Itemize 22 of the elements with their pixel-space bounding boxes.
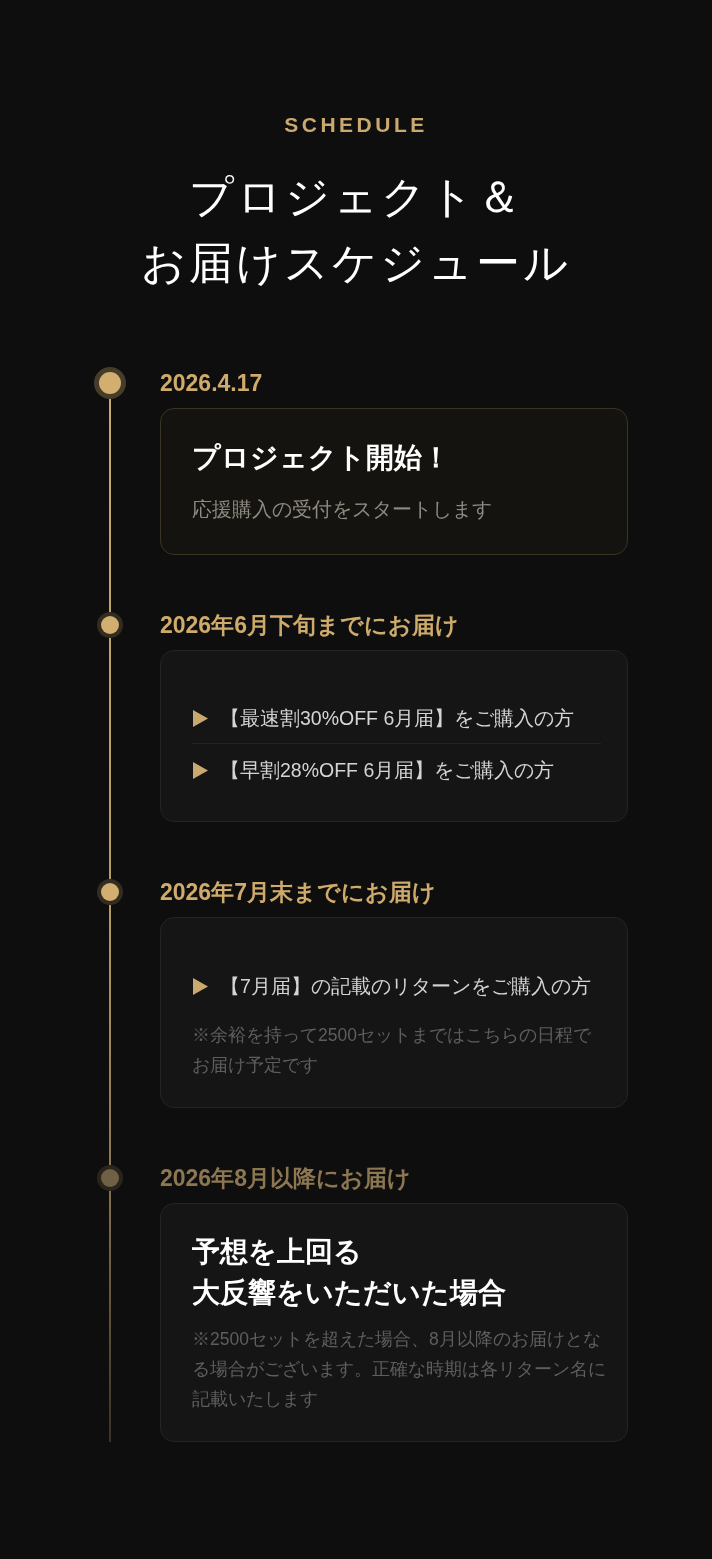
timeline-dot-icon bbox=[97, 612, 123, 638]
card-text: 応援購入の受付をスタートします bbox=[192, 497, 492, 522]
list-item-text: 【最速割30%OFF 6月届】をご購入の方 bbox=[220, 706, 575, 731]
timeline-line bbox=[109, 637, 111, 880]
timeline-line bbox=[109, 1190, 111, 1443]
card-title: プロジェクト開始！ bbox=[192, 441, 450, 475]
date-heading: 2026年7月末までにお届け bbox=[160, 878, 436, 907]
list-item-text: 【7月届】の記載のリターンをご購入の方 bbox=[220, 974, 591, 999]
page-title: プロジェクト＆お届けスケジュール bbox=[141, 170, 571, 290]
date-heading: 2026.4.17 bbox=[160, 369, 263, 398]
list-item-text: 【早割28%OFF 6月届】をご購入の方 bbox=[220, 758, 555, 783]
timeline-dot-icon bbox=[97, 1165, 123, 1191]
timeline-dot-icon bbox=[94, 367, 126, 399]
date-heading: 2026年6月下旬までにお届け bbox=[160, 611, 459, 640]
date-heading: 2026年8月以降にお届け bbox=[160, 1164, 411, 1193]
section-label: SCHEDULE bbox=[284, 112, 428, 138]
note-text: ※余裕を持って2500セットまではこちらの日程でお届け予定です bbox=[192, 1024, 592, 1077]
note-text: ※2500セットを超えた場合、8月以降のお届けとなる場合がございます。正確な時期は各リターン名に記載いたします bbox=[192, 1328, 607, 1411]
card-title: 予想を上回る大反響をいただいた場合 bbox=[192, 1235, 506, 1310]
timeline-line bbox=[109, 398, 111, 613]
timeline-dot-icon bbox=[97, 879, 123, 905]
timeline-line bbox=[109, 904, 111, 1166]
